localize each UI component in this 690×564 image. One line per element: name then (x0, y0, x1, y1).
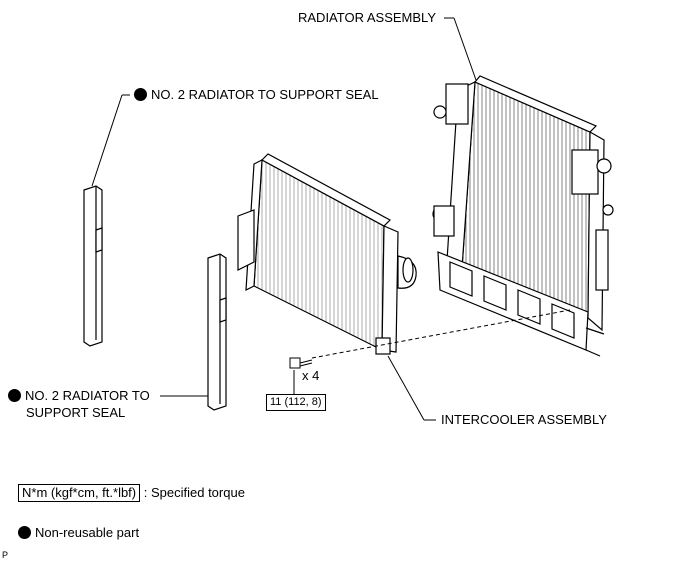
label-bolt-count: x 4 (302, 368, 320, 383)
label-radiator-assembly: RADIATOR ASSEMBLY (298, 10, 436, 25)
non-reusable-dot-icon (134, 88, 147, 101)
non-reusable-dot-icon (18, 526, 31, 539)
seal-upper (83, 185, 103, 347)
non-reusable-dot-icon (8, 389, 21, 402)
label-seal-bottom: NO. 2 RADIATOR TO (8, 388, 150, 404)
label-seal-bottom-line2: SUPPORT SEAL (26, 405, 126, 420)
label-intercooler-assembly: INTERCOOLER ASSEMBLY (441, 412, 607, 427)
seal-lower (207, 253, 227, 411)
legend-torque-text: : Specified torque (143, 485, 245, 500)
legend-torque: N*m (kgf*cm, ft.*lbf) : Specified torque (18, 484, 245, 502)
legend-torque-box: N*m (kgf*cm, ft.*lbf) (18, 484, 141, 502)
legend-nonreusable-text: Non-reusable part (35, 525, 140, 540)
intercooler-assembly (237, 153, 417, 355)
label-seal-top: NO. 2 RADIATOR TO SUPPORT SEAL (134, 87, 379, 103)
radiator-assembly (432, 75, 614, 357)
legend-nonreusable: Non-reusable part (18, 525, 139, 541)
seal-top-text: NO. 2 RADIATOR TO SUPPORT SEAL (151, 87, 379, 102)
leader-lines (91, 17, 571, 421)
corner-mark: P (2, 550, 9, 560)
torque-value-box: 11 (112, 8) (266, 394, 326, 411)
seal-bottom-line1: NO. 2 RADIATOR TO (25, 388, 150, 403)
bolt (289, 357, 313, 369)
